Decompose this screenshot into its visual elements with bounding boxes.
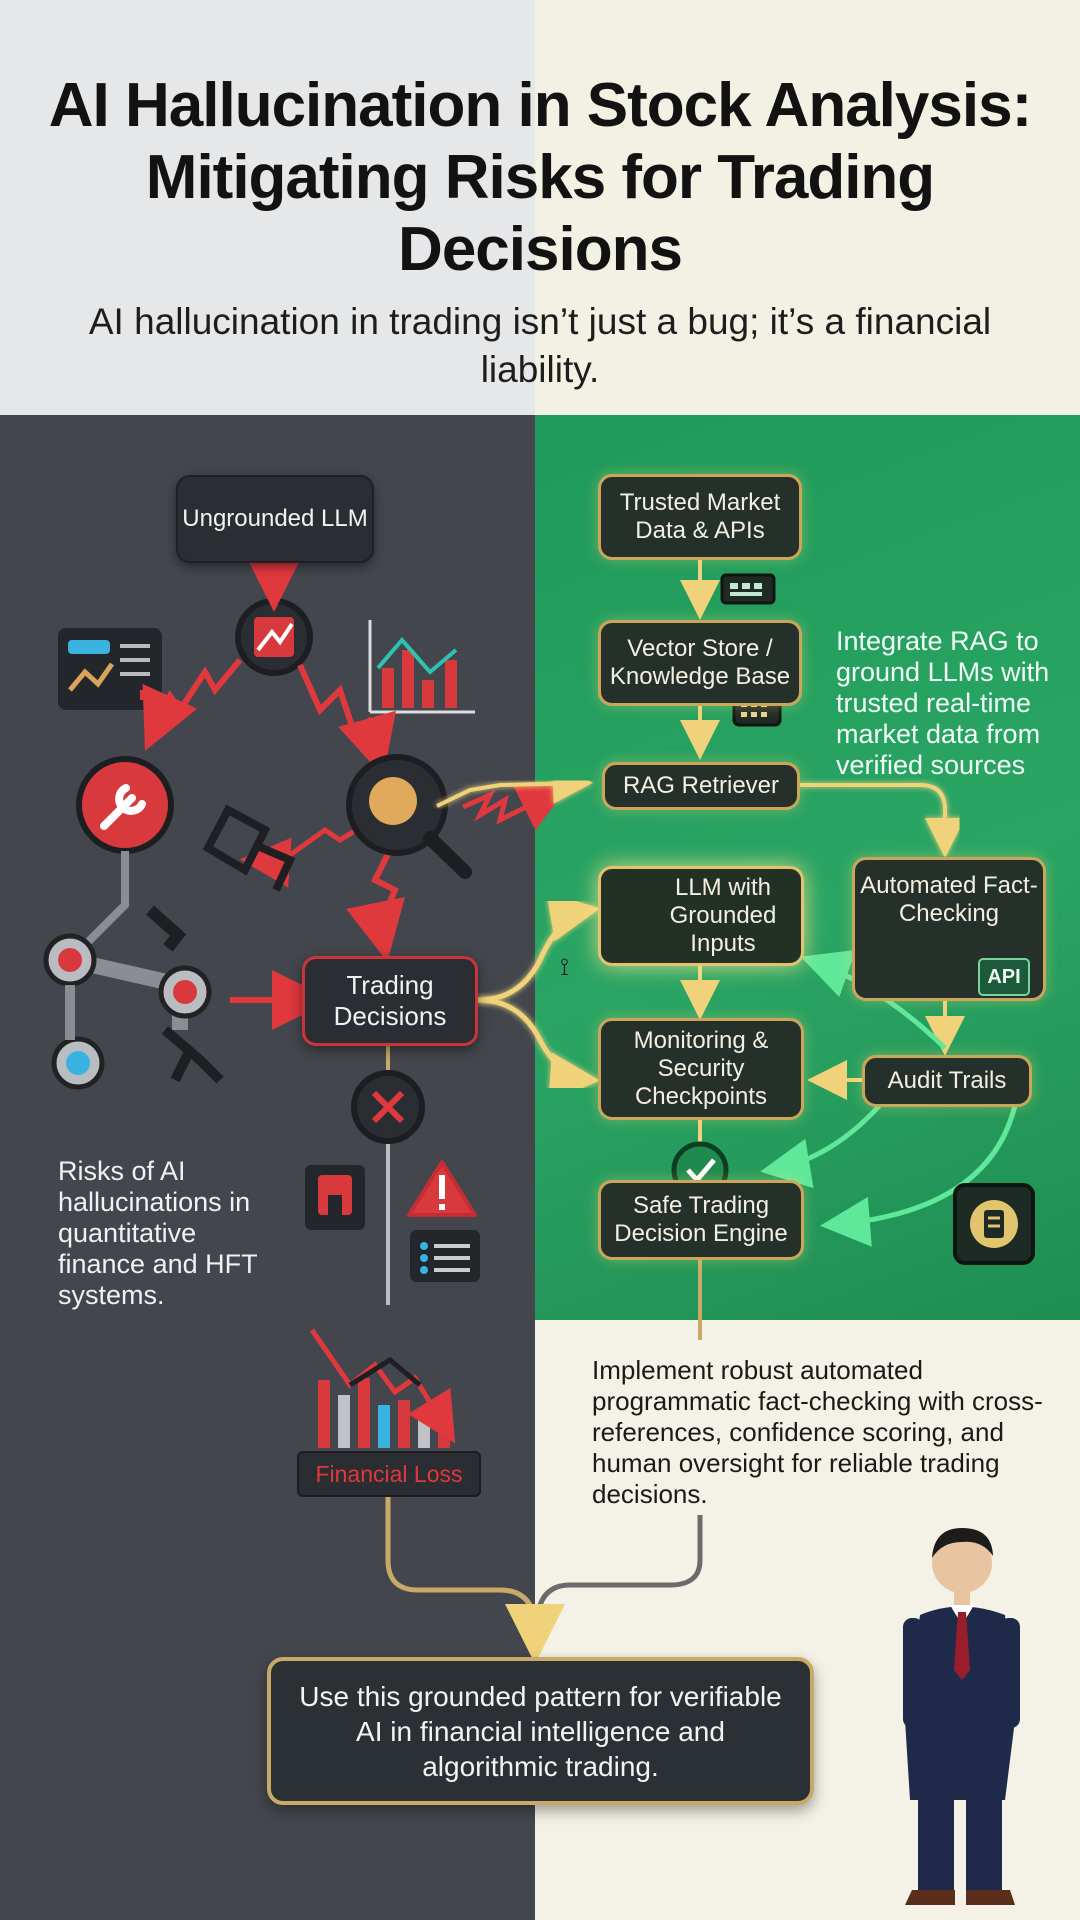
svg-text:⟟: ⟟ bbox=[560, 954, 569, 981]
trusted-data-box: Trusted Market Data & APIs bbox=[598, 474, 802, 560]
safe-engine-box: Safe Trading Decision Engine bbox=[598, 1180, 804, 1260]
robot-arm-icon bbox=[43, 851, 224, 1090]
bar-chart-icon bbox=[368, 620, 475, 714]
rag-retriever-box: RAG Retriever bbox=[602, 762, 800, 810]
broken-chain-icon bbox=[202, 804, 296, 892]
shield-icon bbox=[953, 1183, 1035, 1265]
wrench-icon bbox=[76, 756, 174, 854]
factcheck-note: Implement robust automated programmatic … bbox=[592, 1355, 1043, 1509]
rag-note: Integrate RAG to ground LLMs with truste… bbox=[836, 626, 1050, 780]
search-icon bbox=[346, 754, 472, 879]
dashboard-icon bbox=[58, 628, 162, 710]
loss-chart-icon bbox=[309, 1328, 456, 1448]
page-subtitle: AI hallucination in trading isn’t just a… bbox=[88, 301, 992, 390]
header-bg-left bbox=[0, 0, 535, 415]
server-icon bbox=[720, 573, 776, 605]
vector-store-box: Vector Store / Knowledge Base bbox=[598, 620, 802, 706]
header-bg-right bbox=[535, 0, 1080, 415]
error-x-icon bbox=[351, 1070, 425, 1144]
robot-icon bbox=[305, 1165, 365, 1230]
checklist-icon bbox=[410, 1230, 480, 1282]
financial-loss-label: Financial Loss bbox=[297, 1451, 481, 1497]
person-illustration bbox=[903, 1528, 1020, 1905]
page-title: AI Hallucination in Stock Analysis: Miti… bbox=[48, 71, 1032, 284]
broken-chart-icon bbox=[235, 598, 313, 676]
llm-grounded-box: LLM with Grounded Inputs bbox=[598, 866, 804, 966]
ungrounded-llm-box: Ungrounded LLM bbox=[176, 475, 374, 563]
audit-trails-box: Audit Trails bbox=[862, 1055, 1032, 1107]
trading-decisions-box: Trading Decisions bbox=[302, 956, 478, 1046]
api-badge: API bbox=[978, 958, 1030, 996]
risk-note: Risks of AI hallucinations in quantitati… bbox=[58, 1156, 258, 1310]
monitoring-box: Monitoring & Security Checkpoints bbox=[598, 1018, 804, 1120]
warning-icon bbox=[407, 1160, 477, 1217]
final-summary-box: Use this grounded pattern for verifiable… bbox=[267, 1657, 814, 1805]
